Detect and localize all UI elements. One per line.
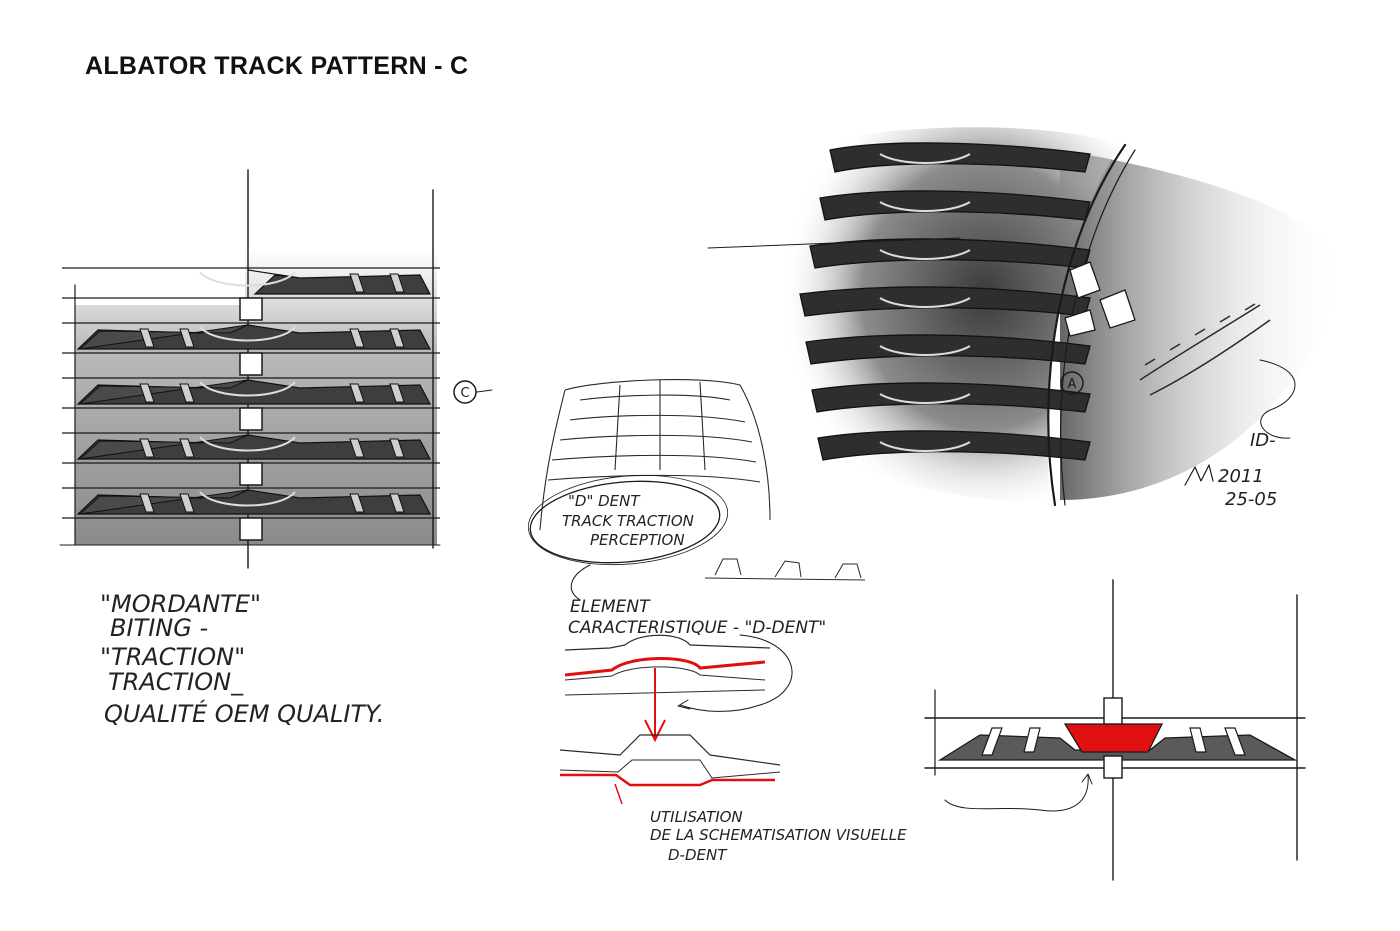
bubble-line-3: PERCEPTION	[590, 531, 685, 549]
track-pattern-plan-view: C	[59, 169, 493, 569]
id-note: ID-	[1250, 430, 1276, 451]
tread-row	[62, 322, 440, 354]
drum-lug	[805, 334, 1091, 365]
tread-rows	[62, 267, 440, 519]
sled-sketches	[704, 558, 866, 581]
usage-note-3: D-DENT	[668, 846, 728, 864]
signature-scribble	[1184, 464, 1214, 486]
track-segment-sketch	[539, 379, 771, 531]
bubble-line-2: TRACK TRACTION	[562, 512, 694, 530]
circled-a-letter: A	[1068, 377, 1077, 392]
tread-row	[62, 487, 440, 519]
track-3d-view: A ID- 2011 25-05	[707, 127, 1345, 510]
tread-row	[62, 267, 440, 299]
element-note-2: CARACTERISTIQUE - "D-DENT"	[568, 618, 826, 638]
note-biting: BITING -	[110, 614, 208, 642]
signature-year: 2011	[1218, 466, 1264, 487]
drum-lug	[811, 382, 1091, 413]
bubble-line-1: "D" DENT	[568, 492, 641, 510]
note-oem-quality: QUALITÉ OEM QUALITY.	[104, 699, 384, 728]
tread-row	[62, 377, 440, 409]
notes-left: "MORDANTE" BITING - "TRACTION" TRACTION_…	[100, 590, 384, 728]
circled-a-mark	[1060, 371, 1084, 395]
element-note-1: ELEMENT	[570, 597, 651, 617]
note-traction-fr: "TRACTION"	[100, 643, 245, 671]
drum-lug	[817, 430, 1091, 461]
circled-c-mark	[453, 380, 477, 404]
track-cross-section	[924, 579, 1306, 881]
circled-c-letter: C	[460, 386, 469, 401]
drum-lug	[799, 286, 1091, 317]
drum-lugs	[799, 142, 1091, 461]
d-dent-bubble: "D" DENT TRACK TRACTION PERCEPTION	[527, 474, 729, 566]
signature-date: 25-05	[1225, 489, 1277, 510]
usage-note-2: DE LA SCHEMATISATION VISUELLE	[650, 826, 907, 844]
note-traction-en: TRACTION_	[108, 668, 244, 696]
sheet-title: ALBATOR TRACK PATTERN - C	[85, 52, 469, 80]
note-mordante: "MORDANTE"	[100, 590, 261, 618]
usage-note-1: UTILISATION	[650, 808, 743, 826]
d-dent-schematic	[559, 634, 793, 805]
tread-row	[62, 432, 440, 464]
brand-scribble	[1139, 303, 1271, 396]
